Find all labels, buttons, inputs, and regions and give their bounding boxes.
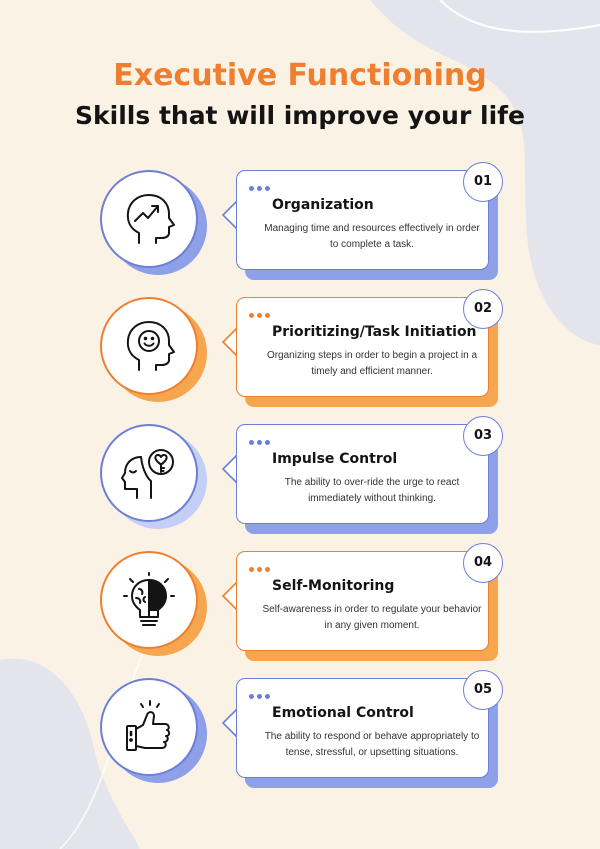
skill-title: Impulse Control: [272, 451, 398, 467]
skill-description: Self-awareness in order to regulate your…: [262, 604, 482, 631]
skill-card: 03 Impulse Control The ability to over-r…: [236, 416, 503, 524]
icon-circle: [100, 678, 198, 776]
card-dots: [249, 178, 273, 196]
top-right-curve: [439, 0, 600, 33]
skill-title: Self-Monitoring: [272, 578, 395, 594]
brain-lightbulb-icon: [123, 572, 175, 626]
page-title: Executive Functioning: [113, 58, 487, 93]
skill-description: The ability to respond or behave appropr…: [264, 731, 480, 758]
icon-circle: [100, 551, 198, 649]
skill-number: 03: [463, 416, 503, 456]
thumbs-up-icon: [126, 700, 171, 751]
icon-circle: [100, 170, 198, 268]
top-right-blob: [370, 0, 600, 345]
icon-circle: [100, 297, 198, 395]
head-smiley-icon: [126, 321, 175, 371]
bottom-left-blob: [0, 658, 140, 849]
card-dots: [249, 305, 273, 323]
skill-item-prioritizing: 02 Prioritizing/Task Initiation Organizi…: [0, 289, 600, 417]
skill-title: Prioritizing/Task Initiation: [272, 324, 477, 340]
icon-circle: [100, 424, 198, 522]
skill-item-emotional-control: 05 Emotional Control The ability to resp…: [0, 670, 600, 798]
skill-number: 05: [463, 670, 503, 710]
skill-title: Organization: [272, 197, 374, 213]
skill-description: Organizing steps in order to begin a pro…: [266, 350, 478, 377]
skill-number: 04: [463, 543, 503, 583]
skill-item-organization: 01 Organization Managing time and resour…: [0, 162, 600, 290]
skill-card: 01 Organization Managing time and resour…: [236, 162, 503, 270]
card-dots: [249, 686, 273, 704]
page-subtitle: Skills that will improve your life: [75, 101, 525, 130]
skill-title: Emotional Control: [272, 705, 414, 721]
head-heart-key-icon: [121, 449, 174, 499]
skill-card: 02 Prioritizing/Task Initiation Organizi…: [236, 289, 503, 397]
skill-card: 05 Emotional Control The ability to resp…: [236, 670, 503, 778]
skill-description: The ability to over-ride the urge to rea…: [284, 477, 460, 504]
skill-card: 04 Self-Monitoring Self-awareness in ord…: [236, 543, 503, 651]
skill-description: Managing time and resources effectively …: [264, 223, 480, 250]
card-dots: [249, 559, 273, 577]
card-dots: [249, 432, 273, 450]
skill-item-impulse-control: 03 Impulse Control The ability to over-r…: [0, 416, 600, 544]
head-growth-arrow-icon: [126, 194, 175, 244]
skill-number: 02: [463, 289, 503, 329]
skill-item-self-monitoring: 04 Self-Monitoring Self-awareness in ord…: [0, 543, 600, 671]
skill-number: 01: [463, 162, 503, 202]
